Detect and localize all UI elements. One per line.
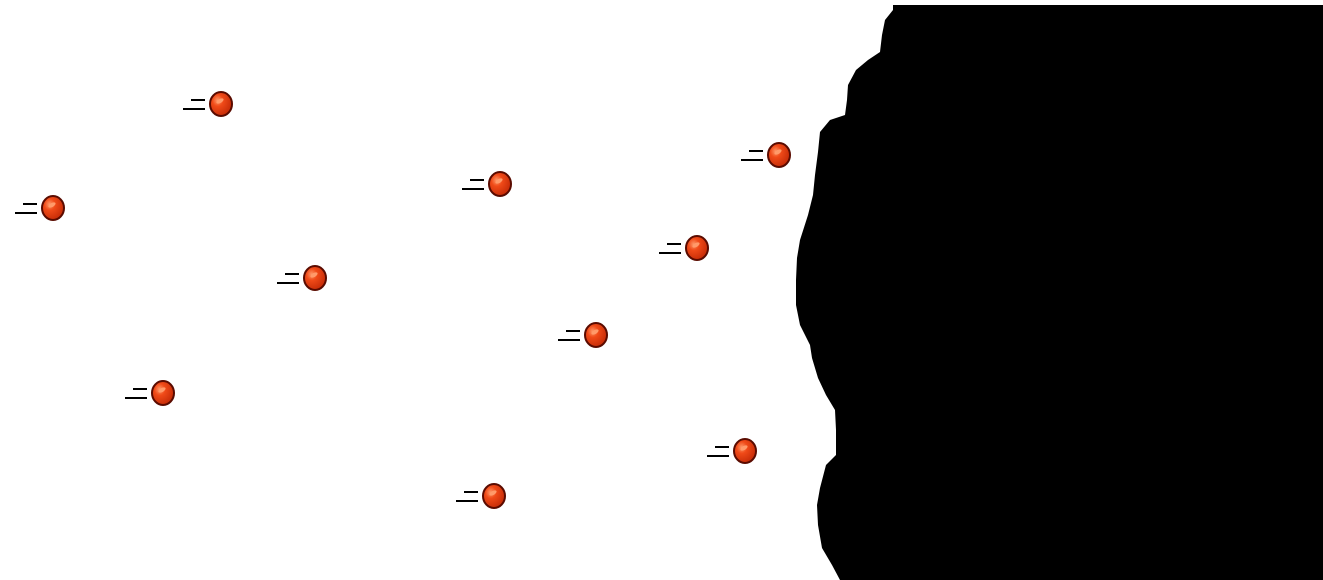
particle-ball <box>151 380 175 406</box>
particle-highlight <box>216 98 224 104</box>
particle-ball <box>685 235 709 261</box>
particle <box>277 265 327 291</box>
particle-highlight <box>489 490 497 496</box>
particle-ball <box>488 171 512 197</box>
particle <box>707 438 757 464</box>
particle-highlight <box>310 272 318 278</box>
particle-highlight <box>158 387 166 393</box>
particle <box>15 195 65 221</box>
particle <box>659 235 709 261</box>
particle <box>741 142 791 168</box>
particle-highlight <box>591 329 599 335</box>
particle-ball <box>767 142 791 168</box>
particle-highlight <box>740 445 748 451</box>
particle-ball <box>584 322 608 348</box>
particle-ball <box>482 483 506 509</box>
particle-ball <box>303 265 327 291</box>
particle-highlight <box>692 242 700 248</box>
particle <box>462 171 512 197</box>
particle-ball <box>209 91 233 117</box>
particle <box>558 322 608 348</box>
particle-highlight <box>774 149 782 155</box>
particle <box>183 91 233 117</box>
particle <box>456 483 506 509</box>
particle <box>125 380 175 406</box>
particle-ball <box>41 195 65 221</box>
wall-block <box>796 5 1323 580</box>
particle-highlight <box>495 178 503 184</box>
particle-highlight <box>48 202 56 208</box>
particle-ball <box>733 438 757 464</box>
particles-group <box>15 91 791 509</box>
